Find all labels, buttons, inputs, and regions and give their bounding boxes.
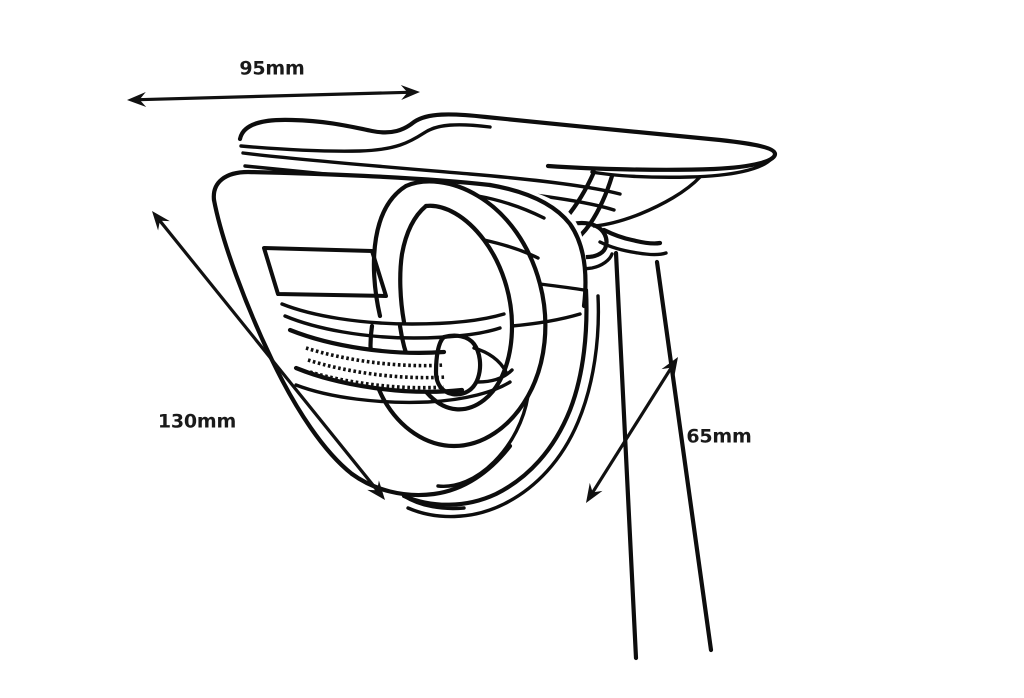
arrow-head-icon — [661, 357, 678, 378]
arrow-head-icon — [367, 480, 385, 500]
dimension-label-65mm: 65mm — [686, 426, 751, 448]
arrow-head-icon — [127, 91, 147, 107]
dimension-95mm: 95mm — [127, 58, 420, 107]
mounting-strap-loop — [368, 179, 586, 488]
dimension-label-130mm: 130mm — [158, 411, 236, 433]
dimension-130mm: 130mm — [152, 211, 385, 500]
dimension-label-95mm: 95mm — [239, 58, 304, 80]
saddle-bag-body — [211, 169, 601, 519]
dimension-line-130mm — [155, 215, 382, 496]
reflective-label-patch — [262, 246, 388, 298]
arrow-head-icon — [152, 211, 170, 231]
seatpost — [613, 250, 714, 661]
dimension-65mm: 65mm — [586, 357, 752, 503]
arrow-head-icon — [586, 482, 603, 503]
dimension-line-95mm — [134, 90, 413, 102]
velcro-cinch-strap — [287, 327, 514, 397]
arrow-head-icon — [400, 85, 420, 101]
dimension-line-65mm — [588, 362, 676, 498]
